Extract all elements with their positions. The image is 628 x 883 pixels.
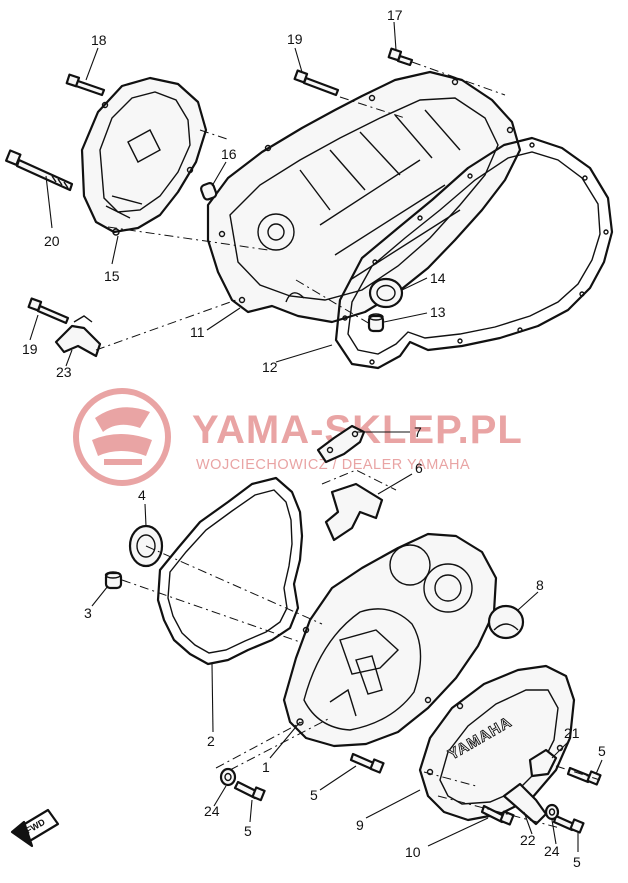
side-cover-housing [80, 76, 208, 236]
bolt-5-right-top [566, 766, 602, 786]
crankcase-cover-right [282, 532, 498, 748]
callout-14: 14 [430, 270, 446, 286]
callout-5-right-bottom: 5 [573, 854, 581, 870]
crankcase-cover-left [206, 70, 522, 324]
callout-19-lower: 19 [22, 341, 38, 357]
callout-numbers: 18 19 17 16 20 15 11 12 14 13 19 23 7 6 … [22, 7, 606, 870]
generator-cover: YAMAHA [418, 664, 576, 822]
bolt-10 [480, 804, 515, 826]
callout-3: 3 [84, 605, 92, 621]
bolt-19-upper [293, 69, 340, 97]
dowel-pin-upper [367, 313, 385, 333]
watermark: YAMA-SKLEP.PL WOJCIECHOWICZ / DEALER YAM… [73, 388, 522, 486]
callout-9: 9 [356, 817, 364, 833]
bolt-5-cover [349, 752, 385, 774]
bolt-19-lower [27, 297, 70, 325]
callout-leaders [29, 21, 603, 852]
callout-4: 4 [138, 487, 146, 503]
callout-5-cover: 5 [310, 787, 318, 803]
forward-direction-icon: FWD [10, 808, 60, 848]
callout-8: 8 [536, 577, 544, 593]
oil-seal-upper [368, 277, 404, 309]
callout-1: 1 [262, 759, 270, 775]
callout-18: 18 [91, 32, 107, 48]
bolt-18 [65, 73, 106, 97]
plug-8 [487, 604, 525, 640]
dowel-pin-lower [104, 571, 123, 590]
dowel-pin-16 [199, 182, 218, 201]
lower-assembly-leaders [121, 469, 601, 829]
callout-5-lower-left: 5 [244, 823, 252, 839]
callout-22: 22 [520, 832, 536, 848]
crankcase-cover-gasket-lower [156, 476, 304, 666]
callout-15: 15 [104, 268, 120, 284]
washer-24-left [219, 767, 237, 787]
watermark-subtitle: WOJCIECHOWICZ / DEALER YAMAHA [196, 457, 470, 473]
callout-24-right: 24 [544, 843, 560, 859]
callout-16: 16 [221, 146, 237, 162]
callout-17: 17 [387, 7, 403, 23]
callout-24-left: 24 [204, 803, 220, 819]
bracket-6 [324, 482, 384, 542]
callout-10: 10 [405, 844, 421, 860]
bolt-17 [387, 47, 414, 67]
plate-7 [316, 424, 366, 464]
bolt-5-lower-left [233, 780, 266, 802]
callout-2: 2 [207, 733, 215, 749]
callout-12: 12 [262, 359, 278, 375]
bracket-21 [528, 748, 558, 778]
watermark-logo-icon [73, 388, 171, 486]
upper-assembly-leaders [95, 61, 506, 351]
callout-6: 6 [415, 460, 423, 476]
callout-11: 11 [190, 324, 205, 340]
washer-24-right [544, 803, 560, 821]
callout-21: 21 [564, 725, 580, 741]
bracket-23 [54, 315, 102, 358]
bolt-5-right-bottom [552, 814, 585, 834]
callout-23: 23 [56, 364, 72, 380]
callout-20: 20 [44, 233, 60, 249]
callout-19-upper: 19 [287, 31, 303, 47]
callout-13: 13 [430, 304, 446, 320]
crankcase-gasket [334, 136, 614, 370]
callout-7: 7 [414, 424, 422, 440]
callout-5-right-top: 5 [598, 743, 606, 759]
bolt-20 [5, 149, 74, 192]
